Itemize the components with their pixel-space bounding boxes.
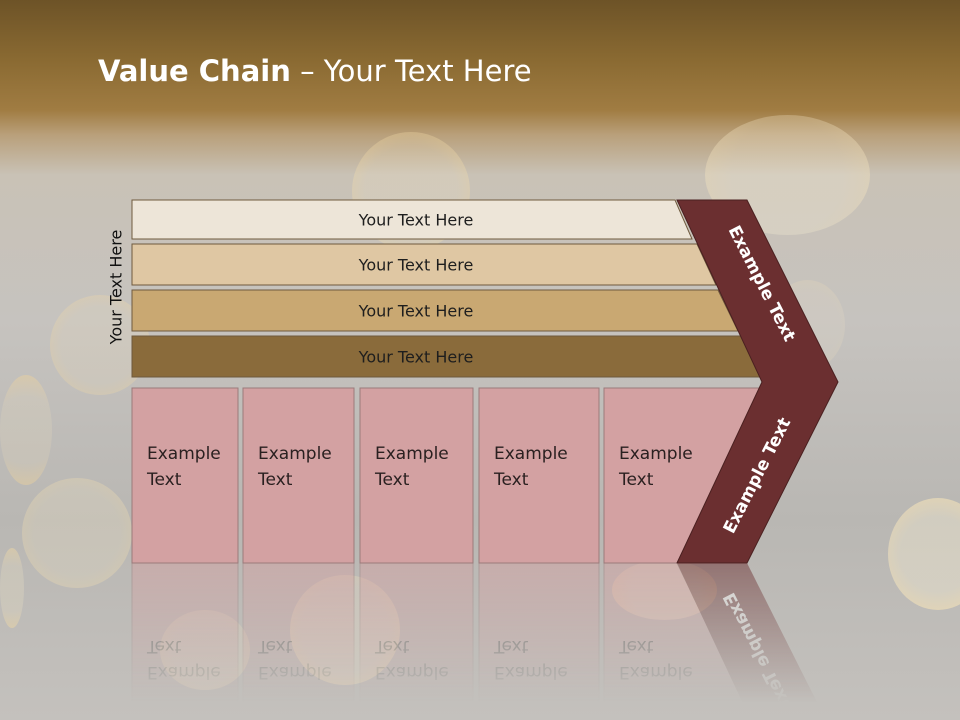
box-label-line1: Example: [258, 444, 332, 464]
example-box-reflection: [131, 562, 239, 720]
box-label-line1: Example: [147, 444, 221, 464]
example-box-reflection: [478, 562, 600, 720]
box-label-line1-reflection: Example: [494, 662, 568, 682]
box-label-line2: Text: [374, 470, 410, 490]
value-chain-bar: [131, 243, 717, 286]
example-box-reflection: [242, 562, 355, 720]
box-label-line1: Example: [619, 444, 693, 464]
box-label-line2-reflection: Text: [493, 636, 529, 656]
box-label-line1-reflection: Example: [619, 662, 693, 682]
box-label-line2-reflection: Text: [146, 636, 182, 656]
box-label-line1: Example: [494, 444, 568, 464]
box-label-line2: Text: [257, 470, 293, 490]
margin-chevron-reflection: [677, 563, 826, 720]
bar-label: Your Text Here: [358, 302, 474, 321]
box-label-line2: Text: [146, 470, 182, 490]
box-label-line2-reflection: Text: [618, 636, 654, 656]
box-label-line2-reflection: Text: [374, 636, 410, 656]
box-label-line2: Text: [618, 470, 654, 490]
slide-title: Value Chain – Your Text Here: [98, 54, 532, 88]
bar-label: Your Text Here: [358, 211, 474, 230]
box-label-line2: Text: [493, 470, 529, 490]
box-label-line1-reflection: Example: [375, 662, 449, 682]
title-bold: Value Chain: [98, 54, 291, 88]
value-chain-bar: [131, 199, 693, 240]
box-label-line1-reflection: Example: [147, 662, 221, 682]
box-label-line1-reflection: Example: [258, 662, 332, 682]
box-label-line2-reflection: Text: [257, 636, 293, 656]
example-box-reflection: [359, 562, 474, 720]
box-label-line1: Example: [375, 444, 449, 464]
title-rest: – Your Text Here: [290, 54, 532, 88]
bar-label: Your Text Here: [358, 348, 474, 367]
bar-label: Your Text Here: [358, 256, 474, 275]
